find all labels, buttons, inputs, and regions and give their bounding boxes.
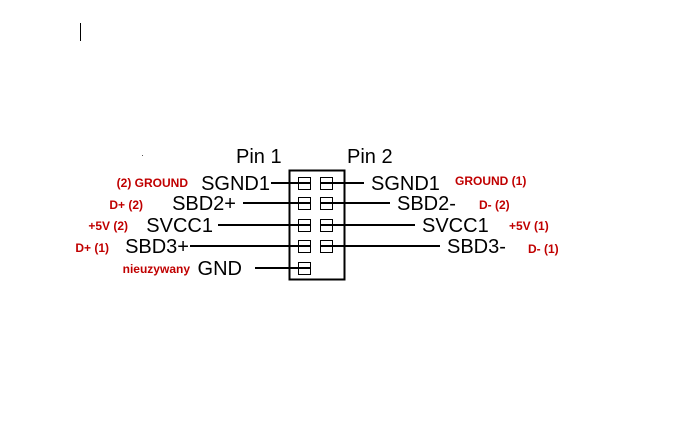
right-pin-name-1: SGND1 <box>371 173 440 195</box>
left-leader-lines <box>190 182 310 269</box>
right-pin-name-2: SBD2- <box>397 193 456 215</box>
left-pin-note-2: D+ (2) <box>109 198 143 212</box>
left-pin-note-4: D+ (1) <box>75 241 109 255</box>
left-pin-name-5: GND <box>198 258 242 280</box>
right-pin-note-3: +5V (1) <box>509 219 549 233</box>
left-pin-note-1: (2) GROUND <box>117 176 189 190</box>
pin1-header-label: Pin 1 <box>236 146 282 168</box>
left-pin-name-1: SGND1 <box>201 173 270 195</box>
right-pin-note-2: D- (2) <box>479 198 510 212</box>
pin2-header-label: Pin 2 <box>347 146 393 168</box>
stray-dot <box>142 155 143 156</box>
right-pin-note-4: D- (1) <box>528 242 559 256</box>
left-pin-name-3: SVCC1 <box>146 215 213 237</box>
left-pin-note-3: +5V (2) <box>88 219 128 233</box>
right-pin-name-4: SBD3- <box>447 236 506 258</box>
right-leader-lines <box>320 182 440 247</box>
right-pin-note-1: GROUND (1) <box>455 174 526 188</box>
left-pin-note-5: nieuzywany <box>123 262 191 276</box>
left-pin-name-4: SBD3+ <box>125 236 189 258</box>
right-pin-name-3: SVCC1 <box>422 215 489 237</box>
left-pin-name-2: SBD2+ <box>172 193 236 215</box>
